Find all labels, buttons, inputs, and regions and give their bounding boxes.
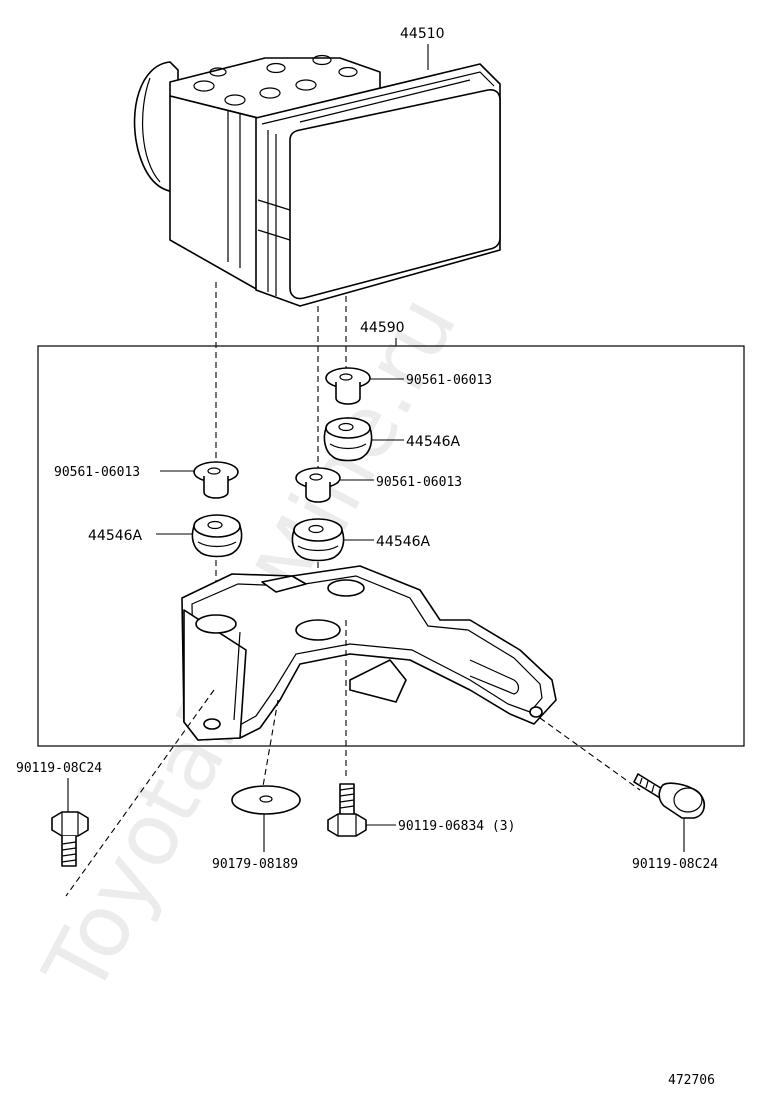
washer[interactable] — [231, 785, 301, 815]
label-collar-middle: 90561-06013 — [376, 475, 462, 490]
label-bolt-center: 90119-06834 (3) — [398, 819, 515, 834]
label-collar-left: 90561-06013 — [54, 465, 140, 480]
abs-actuator[interactable] — [133, 54, 501, 307]
cushion-top-right[interactable] — [323, 417, 373, 462]
label-cushion-left: 44546A — [88, 528, 143, 544]
collar-middle[interactable] — [295, 467, 341, 503]
figure-number: 472706 — [668, 1073, 715, 1088]
port-holes — [193, 54, 358, 106]
collar-top-right[interactable] — [325, 367, 371, 405]
label-44510: 44510 — [400, 26, 445, 42]
bolt-center[interactable] — [327, 783, 367, 837]
cushion-left[interactable] — [191, 514, 243, 558]
label-bolt-left: 90119-08C24 — [16, 761, 102, 776]
cushion-middle[interactable] — [291, 518, 345, 562]
bolt-left[interactable] — [51, 811, 89, 867]
label-cushion-top-right: 44546A — [406, 434, 461, 450]
collar-left[interactable] — [193, 461, 239, 499]
label-bolt-right: 90119-08C24 — [632, 857, 718, 872]
label-44590: 44590 — [360, 320, 405, 336]
label-washer: 90179-08189 — [212, 857, 298, 872]
bracket-assembly-frame — [37, 345, 745, 747]
bolt-right[interactable] — [633, 773, 706, 819]
label-cushion-middle: 44546A — [376, 534, 431, 550]
bracket[interactable] — [181, 565, 557, 741]
label-collar-top-right: 90561-06013 — [406, 373, 492, 388]
